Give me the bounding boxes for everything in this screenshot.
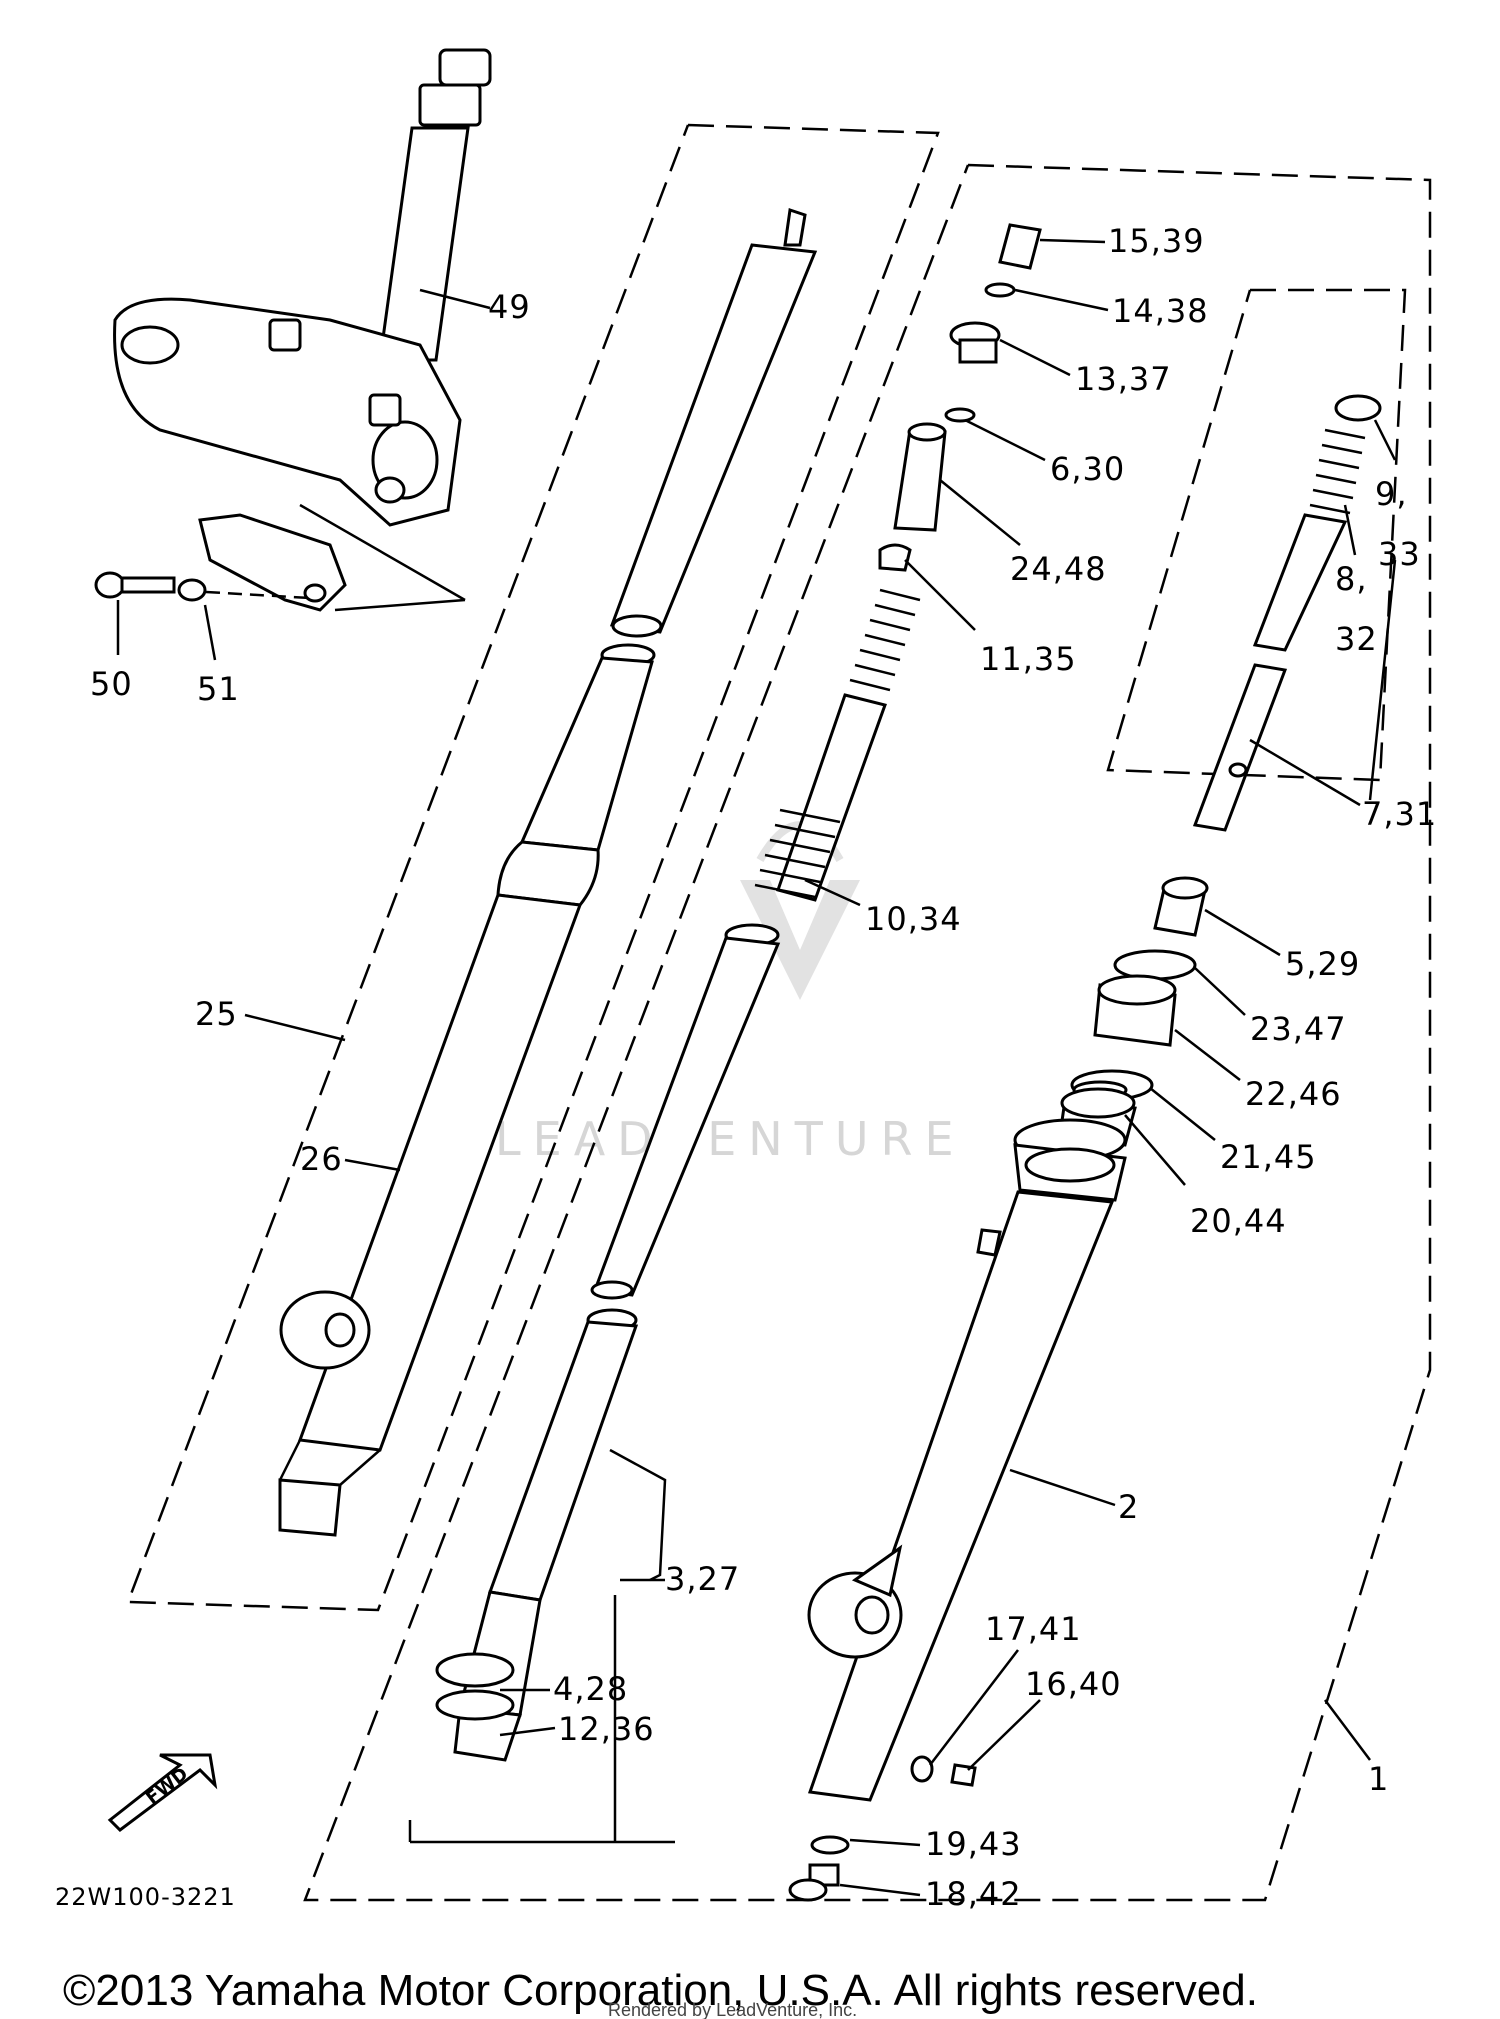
outline-outer-tube-group — [126, 123, 940, 1612]
damper-rod-3-27 — [435, 923, 781, 1762]
label-19-43: 19,43 — [925, 1825, 1022, 1863]
label-14-38: 14,38 — [1112, 292, 1209, 330]
outer-tube-25-26 — [278, 643, 656, 1537]
label-11-35: 11,35 — [980, 640, 1077, 678]
label-26: 26 — [300, 1140, 343, 1178]
label-3-27: 3,27 — [665, 1560, 740, 1598]
steering-stem-49 — [113, 48, 492, 612]
inner-fork-tube — [609, 208, 818, 638]
label-9: 9, — [1375, 475, 1408, 513]
label-20-44: 20,44 — [1190, 1202, 1287, 1240]
label-16-40: 16,40 — [1025, 1665, 1122, 1703]
label-1: 1 — [1368, 1760, 1389, 1798]
fwd-arrow-badge: FWD — [107, 1753, 218, 1832]
label-5-29: 5,29 — [1285, 945, 1360, 983]
label-32: 32 — [1335, 620, 1378, 658]
label-21-45: 21,45 — [1220, 1138, 1317, 1176]
label-7-31: 7,31 — [1362, 795, 1437, 833]
label-22-46: 22,46 — [1245, 1075, 1342, 1113]
label-17-41: 17,41 — [985, 1610, 1082, 1648]
watermark: LEADVENTURE — [495, 821, 966, 1166]
outline-fork-assembly — [303, 163, 1432, 1902]
rendered-by-notice: Rendered by LeadVenture, Inc. — [608, 2000, 857, 2019]
label-23-47: 23,47 — [1250, 1010, 1347, 1048]
label-33: 33 — [1378, 535, 1421, 573]
seals-washers — [1058, 876, 1209, 1147]
cap-bolt-parts — [878, 223, 1042, 572]
label-13-37: 13,37 — [1075, 360, 1172, 398]
bolt-50-washer-51 — [94, 571, 311, 661]
copyright-notice: ©2013 Yamaha Motor Corporation, U.S.A. A… — [63, 1966, 1258, 2015]
label-2: 2 — [1118, 1488, 1139, 1526]
leader-lines — [244, 238, 1397, 1897]
rebound-rod-7-8-9 — [1192, 394, 1382, 832]
label-18-42: 18,42 — [925, 1875, 1022, 1913]
label-10-34: 10,34 — [865, 900, 962, 938]
label-25: 25 — [195, 995, 238, 1033]
label-49: 49 — [488, 288, 531, 326]
assembly-outlines — [126, 123, 1432, 1902]
label-4-28: 4,28 — [553, 1670, 628, 1708]
label-8: 8, — [1335, 560, 1368, 598]
label-12-36: 12,36 — [558, 1710, 655, 1748]
label-6-30: 6,30 — [1050, 450, 1125, 488]
outer-fork-leg-2 — [788, 1118, 1127, 1902]
label-51: 51 — [197, 670, 240, 708]
label-15-39: 15,39 — [1108, 222, 1205, 260]
watermark-text: LEADVENTURE — [495, 1112, 966, 1166]
diagram-code: 22W100-3221 — [55, 1883, 236, 1911]
label-50: 50 — [90, 665, 133, 703]
part-labels: 49 50 51 15,39 14,38 13,37 6,30 24,48 11… — [90, 222, 1437, 1913]
fork-spring-10-34 — [754, 588, 921, 902]
outline-damper-rod-group — [1106, 288, 1407, 782]
label-24-48: 24,48 — [1010, 550, 1107, 588]
